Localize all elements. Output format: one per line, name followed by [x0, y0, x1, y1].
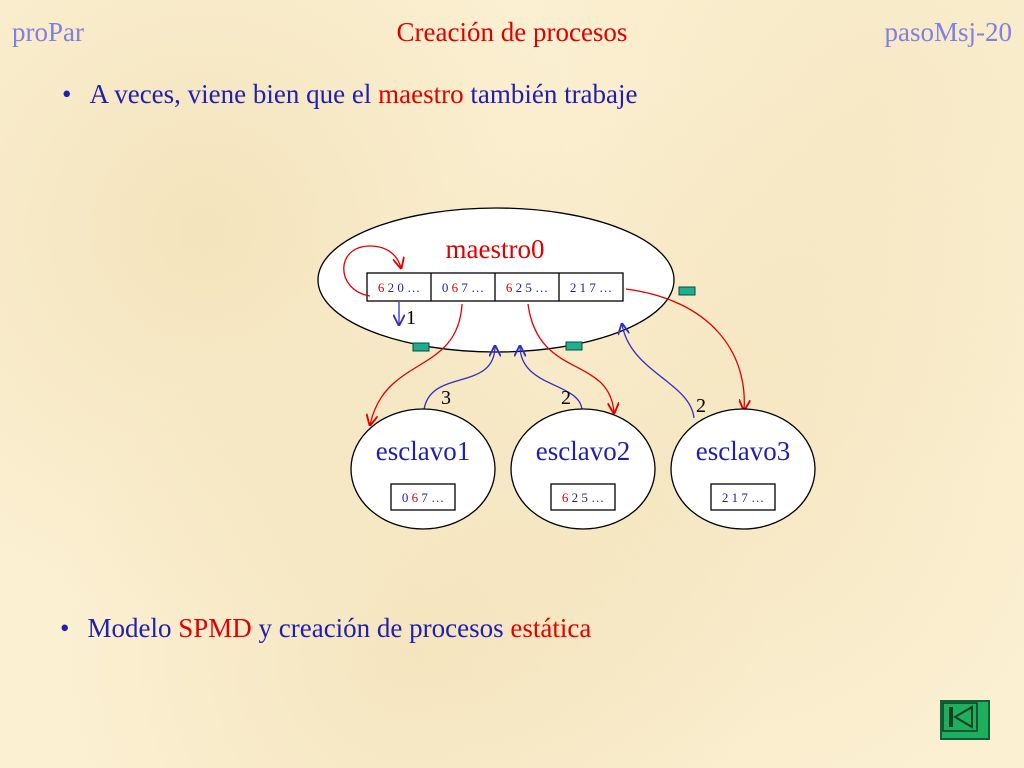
page-title: Creación de procesos	[396, 17, 628, 47]
bullet-item-2: • Modelo SPMD y creación de procesos está…	[60, 612, 591, 644]
bullet-highlight: SPMD	[178, 613, 252, 643]
slave-process-esclavo3: esclavo3 2 1 7 …	[670, 408, 816, 530]
array-cell: 6 2 5 …	[506, 280, 548, 295]
return-arrow-esclavo2	[520, 346, 583, 411]
return-arrow-esclavo1	[423, 346, 495, 411]
nav-first-icon	[942, 702, 978, 732]
bullet-text: Modelo	[87, 613, 179, 643]
slave-label: esclavo3	[696, 436, 790, 466]
self-send-arrow	[343, 245, 401, 297]
header-left: proPar	[12, 17, 84, 47]
send-arrow-esclavo2	[527, 303, 614, 413]
arrow-label: 1	[406, 307, 416, 329]
slave-process-esclavo2: esclavo2 6 2 5 …	[510, 408, 656, 530]
array-cell: 2 1 7 …	[570, 280, 612, 295]
bullet-item-1: • A veces, viene bien que el maestro tamb…	[62, 78, 638, 110]
bullet-highlight: estática	[510, 613, 592, 643]
send-arrow-esclavo1	[370, 303, 463, 425]
array-cell: 6 2 0 …	[378, 280, 420, 295]
master-array: 6 2 0 … 0 6 7 … 6 2 5 … 2 1 7 …	[366, 272, 624, 302]
bullet-dot-icon: •	[60, 613, 70, 643]
bullet-text: también trabaje	[463, 79, 638, 109]
nav-first-button[interactable]	[940, 700, 990, 740]
message-marker	[412, 342, 430, 352]
return-arrow-esclavo3	[622, 324, 695, 419]
message-marker	[678, 286, 696, 296]
bullet-dot-icon: •	[62, 79, 72, 109]
arrow-label: 2	[561, 387, 571, 409]
slave-label: esclavo1	[376, 436, 470, 466]
arrow-label: 3	[441, 387, 451, 409]
message-marker	[565, 341, 583, 351]
arrow-label: 2	[696, 395, 706, 417]
bullet-text: A veces, viene bien que el	[89, 79, 379, 109]
master-label: maestro0	[446, 234, 545, 264]
array-cell: 2 1 7 …	[722, 490, 764, 505]
send-arrow-esclavo3	[625, 288, 744, 410]
array-cell: 0 6 7 …	[442, 280, 484, 295]
bullet-text: y creación de procesos	[251, 613, 511, 643]
array-cell: 6 2 5 …	[562, 490, 604, 505]
bullet-highlight: maestro	[378, 79, 464, 109]
slave-process-esclavo1: esclavo1 0 6 7 …	[350, 408, 496, 530]
slave-label: esclavo2	[536, 436, 630, 466]
header-right: pasoMsj-20	[884, 17, 1013, 47]
array-cell: 0 6 7 …	[402, 490, 444, 505]
